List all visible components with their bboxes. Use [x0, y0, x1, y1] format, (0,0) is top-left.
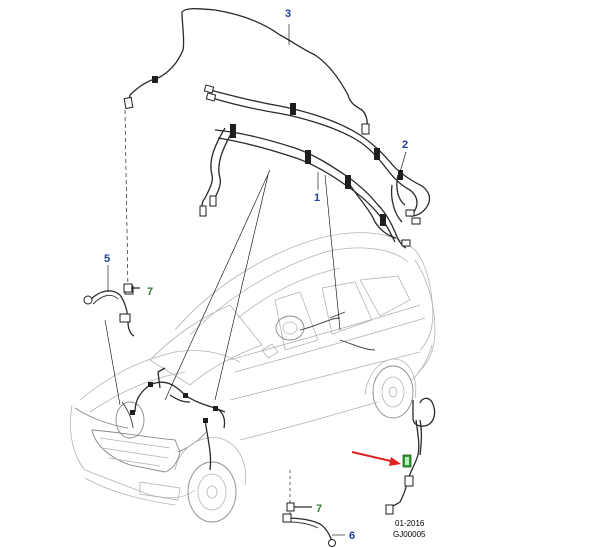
callout-3: 3	[285, 8, 291, 20]
brake-hose-5	[83, 265, 135, 337]
leader-lines	[104, 109, 341, 406]
brake-pipe-1	[199, 124, 411, 249]
callout-7-top: 7	[147, 286, 153, 298]
bolt-7-top	[123, 283, 140, 293]
callout-6: 6	[349, 530, 355, 542]
highlight-box	[402, 454, 412, 468]
rear-brake-hose-assembly	[385, 397, 436, 515]
brake-pipe-2	[203, 84, 431, 225]
pointer-arrow	[351, 451, 401, 466]
callout-2: 2	[402, 139, 408, 151]
brake-hose-6	[282, 470, 345, 547]
brake-pipe-3	[123, 8, 370, 135]
callout-7-bottom: 7	[316, 503, 322, 515]
vehicle-brake-circuit	[121, 311, 376, 471]
bolt-7-bottom	[286, 502, 312, 512]
vehicle-outline	[70, 232, 436, 523]
callout-5: 5	[104, 253, 110, 265]
callout-1: 1	[314, 192, 320, 204]
reference-date: 01-2016	[395, 519, 425, 528]
reference-code: GJ00005	[393, 530, 426, 539]
